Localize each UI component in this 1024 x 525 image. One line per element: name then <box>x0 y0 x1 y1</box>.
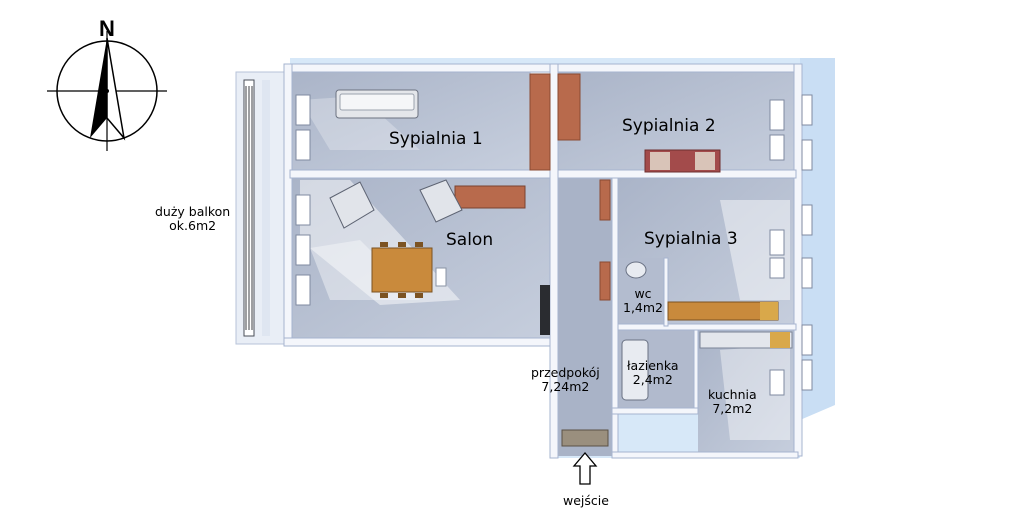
label-balkon: duży balkon ok.6m2 <box>155 205 230 233</box>
kitchen-counter <box>699 331 793 349</box>
label-sypialnia-2: Sypialnia 2 <box>622 116 716 136</box>
balcony <box>235 71 291 345</box>
floor-sypialnia-1 <box>290 70 530 170</box>
label-wc: wc 1,4m2 <box>623 287 663 315</box>
przedpokoj-area: 7,24m2 <box>541 378 590 394</box>
wardrobes <box>529 73 611 301</box>
kuchnia-name: kuchnia <box>708 387 757 402</box>
armchair-salon-1 <box>329 181 375 229</box>
wc-area: 1,4m2 <box>623 299 664 315</box>
label-sypialnia-1: Sypialnia 1 <box>389 129 483 149</box>
balkon-area: ok.6m2 <box>169 217 217 233</box>
sofa-salon <box>454 185 526 209</box>
bathtub <box>621 339 649 401</box>
compass-rose <box>47 31 167 151</box>
walls <box>283 63 803 459</box>
label-lazienka: łazienka 2,4m2 <box>627 359 679 387</box>
label-wejscie: wejście <box>563 493 609 508</box>
tv-unit <box>540 285 550 335</box>
kuchnia-area: 7,2m2 <box>712 400 753 416</box>
label-salon: Salon <box>446 230 494 250</box>
lazienka-area: 2,4m2 <box>632 371 673 387</box>
toilet <box>625 261 647 279</box>
wc-name: wc <box>634 286 652 301</box>
floor-przedpokoj <box>556 178 614 456</box>
lazienka-name: łazienka <box>627 358 679 373</box>
label-przedpokoj: przedpokój 7,24m2 <box>531 366 600 394</box>
compass-north-label: N <box>99 16 115 41</box>
armchair-salon-2 <box>419 179 463 223</box>
doormat <box>561 429 609 447</box>
dining-table <box>371 247 433 293</box>
label-kuchnia: kuchnia 7,2m2 <box>708 388 757 416</box>
entrance-arrow <box>572 451 598 485</box>
przedpokoj-name: przedpokój <box>531 365 600 380</box>
windows <box>295 94 813 396</box>
balkon-name: duży balkon <box>155 204 231 219</box>
furniture <box>329 89 793 447</box>
label-sypialnia-3: Sypialnia 3 <box>644 229 738 249</box>
